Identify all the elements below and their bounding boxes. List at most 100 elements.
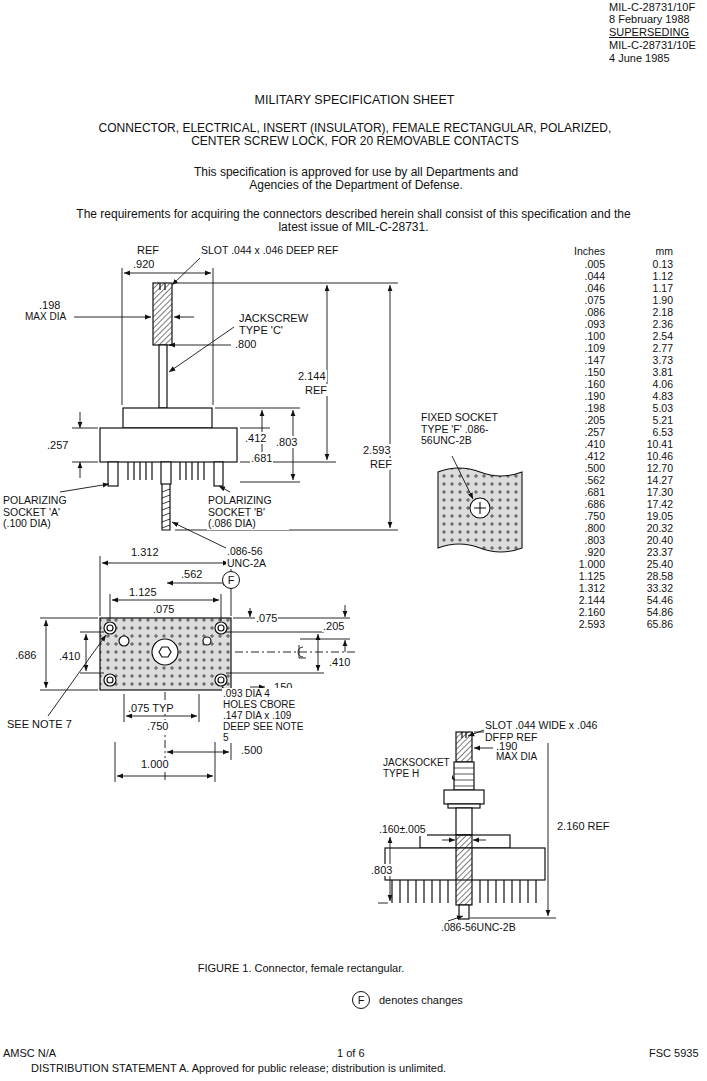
table-cell: 19.05 <box>628 511 674 523</box>
table-cell: 17.30 <box>628 487 674 499</box>
front-view-part <box>218 677 224 683</box>
dimension-lines-part <box>219 486 230 492</box>
drawing-label: JACKSCREW <box>238 312 309 324</box>
drawing-label: .562 <box>180 568 203 580</box>
dimension-lines-part <box>169 345 231 346</box>
table-cell: 23.37 <box>628 547 674 559</box>
drawing-label: .412 <box>244 432 267 444</box>
drawing-label: .198 <box>38 299 61 311</box>
side-view-part <box>123 408 212 428</box>
dimension-lines-part <box>72 428 98 462</box>
table-cell: .044 <box>560 271 606 283</box>
jacksocket-dimension-lines-part <box>548 734 549 916</box>
fixed-socket-detail-part <box>452 456 473 499</box>
drawing-label: DISTRIBUTION STATEMENT A. Approved for p… <box>30 1062 447 1074</box>
table-cell: 5.03 <box>628 403 674 415</box>
table-cell: .005 <box>560 259 606 271</box>
front-dimension-lines-part <box>48 635 106 716</box>
front-dimension-lines-part <box>110 594 221 621</box>
drawing-label: 8 February 1988 <box>608 13 691 25</box>
side-view-part <box>162 489 170 528</box>
table-cell: 1.000 <box>560 559 606 571</box>
table-cell: 3.81 <box>628 367 674 379</box>
table-cell: 54.46 <box>628 595 674 607</box>
change-mark: F <box>222 571 240 589</box>
table-cell: 54.86 <box>628 607 674 619</box>
front-dimension-lines-part <box>126 716 197 717</box>
front-view-part <box>218 625 224 631</box>
figure-caption: FIGURE 1. Connector, female rectangular. <box>150 962 452 974</box>
drawing-label: 1 of 6 <box>336 1047 366 1059</box>
table-cell: Inches <box>560 246 606 258</box>
drawing-label: .205 <box>322 620 345 632</box>
front-dimension-lines <box>40 556 355 782</box>
dimension-lines-part <box>174 317 194 318</box>
table-cell: 6.53 <box>628 427 674 439</box>
table-cell: 5.21 <box>628 415 674 427</box>
table-cell: 33.32 <box>628 583 674 595</box>
table-cell: 2.144 <box>560 595 606 607</box>
table-cell: .800 <box>560 523 606 535</box>
front-view-part <box>152 639 178 665</box>
front-dimension-lines-part <box>345 640 346 652</box>
jacksocket-dimension-lines-part <box>470 732 556 918</box>
jacksocket-detail-part <box>462 732 466 738</box>
drawing-label: 2.160 REF <box>556 820 611 832</box>
jacksocket-detail-part <box>456 808 472 835</box>
front-view-part <box>215 674 227 686</box>
side-view-part <box>100 428 237 462</box>
front-dimension-lines-part <box>167 583 229 584</box>
front-dimension-lines-part <box>115 742 215 782</box>
jacksocket-dimension-lines-part <box>468 730 484 736</box>
front-view-part <box>107 677 113 683</box>
jacksocket-dimension-lines-part <box>473 840 486 841</box>
table-cell: 28.58 <box>628 571 674 583</box>
table-cell: 10.41 <box>628 439 674 451</box>
side-view-part <box>161 462 171 484</box>
side-view-part <box>153 283 172 345</box>
table-cell: 1.12 <box>628 271 674 283</box>
table-cell: 4.06 <box>628 379 674 391</box>
table-cell: .190 <box>560 391 606 403</box>
drawing-label: FIXED SOCKET TYPE 'F' .086-56UNC-2B <box>420 412 512 447</box>
table-cell: 20.40 <box>628 535 674 547</box>
change-mark: F <box>352 991 370 1009</box>
drawing-label: TYPE 'C' <box>238 324 284 336</box>
drawing-label: MIL-C-28731/10F <box>608 1 696 13</box>
drawing-label: .086-56 UNC-2A <box>226 546 283 569</box>
sheet-title: MILITARY SPECIFICATION SHEET <box>150 94 559 108</box>
drawing-label: .160±.005 <box>378 824 427 836</box>
drawing-label: SLOT .044 x .046 DEEP REF <box>200 245 339 257</box>
front-dimension-lines-part <box>235 652 355 653</box>
front-view-part <box>119 636 129 646</box>
table-cell: 10.46 <box>628 451 674 463</box>
table-cell: 1.312 <box>560 583 606 595</box>
table-cell: 1.125 <box>560 571 606 583</box>
front-view-part <box>104 674 116 686</box>
front-view-part <box>104 622 116 634</box>
table-cell: 12.70 <box>628 463 674 475</box>
dimension-lines <box>60 258 398 548</box>
table-cell: .750 <box>560 511 606 523</box>
jacksocket-detail-part <box>454 768 474 786</box>
drawing-label: SEE NOTE 7 <box>6 718 73 730</box>
table-cell: 2.18 <box>628 307 674 319</box>
drawing-label: REF <box>136 244 160 256</box>
table-cell: .257 <box>560 427 606 439</box>
front-dimension-lines-part <box>102 563 229 564</box>
front-dimension-lines-part <box>167 752 229 753</box>
dimension-lines-part <box>175 283 398 530</box>
dimension-lines-part <box>124 273 211 274</box>
table-cell: 17.42 <box>628 499 674 511</box>
drawing-label: .803 <box>370 864 393 876</box>
drawing-label: .093 DIA 4 HOLES CBORE .147 DIA x .109 D… <box>222 688 306 743</box>
front-dimension-lines-part <box>112 600 219 601</box>
drawing-label: 2.144 <box>297 370 327 382</box>
dimension-lines-part <box>74 317 151 318</box>
fixed-socket-detail <box>438 456 522 552</box>
table-cell: .412 <box>560 451 606 463</box>
drawing-label: .075 <box>152 603 175 615</box>
front-dimension-lines-part <box>298 645 306 658</box>
table-cell: mm <box>628 246 674 258</box>
